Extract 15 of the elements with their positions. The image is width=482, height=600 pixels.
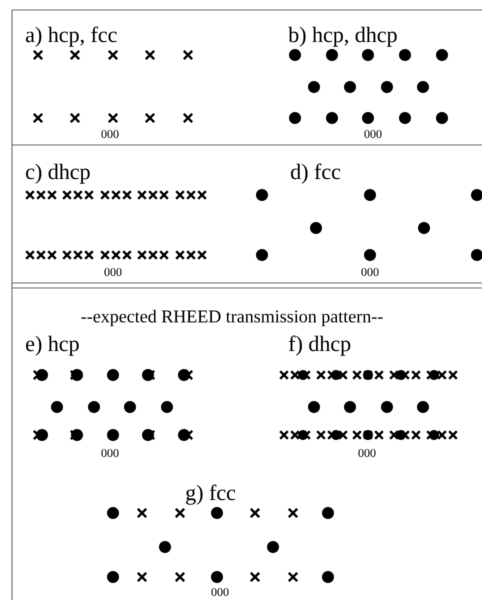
origin-label: 000 xyxy=(211,588,229,596)
panel-label: f) dhcp xyxy=(288,336,350,356)
origin-label: 000 xyxy=(104,268,122,276)
origin-label: 000 xyxy=(101,448,119,458)
panel-label: c) dhcp xyxy=(26,164,90,184)
origin-label: 000 xyxy=(364,130,382,138)
panel-label: b) hcp, dhcp xyxy=(288,26,397,47)
section-heading: --expected RHEED transmission pattern-- xyxy=(81,310,383,326)
origin-label: 000 xyxy=(358,448,376,458)
origin-label: 000 xyxy=(101,130,119,138)
panel-label: g) fcc xyxy=(186,484,236,505)
origin-label: 000 xyxy=(361,268,379,276)
panel-label: d) fcc xyxy=(291,164,340,184)
panel-label: a) hcp, fcc xyxy=(26,26,117,47)
panel-label: e) hcp xyxy=(26,336,79,356)
